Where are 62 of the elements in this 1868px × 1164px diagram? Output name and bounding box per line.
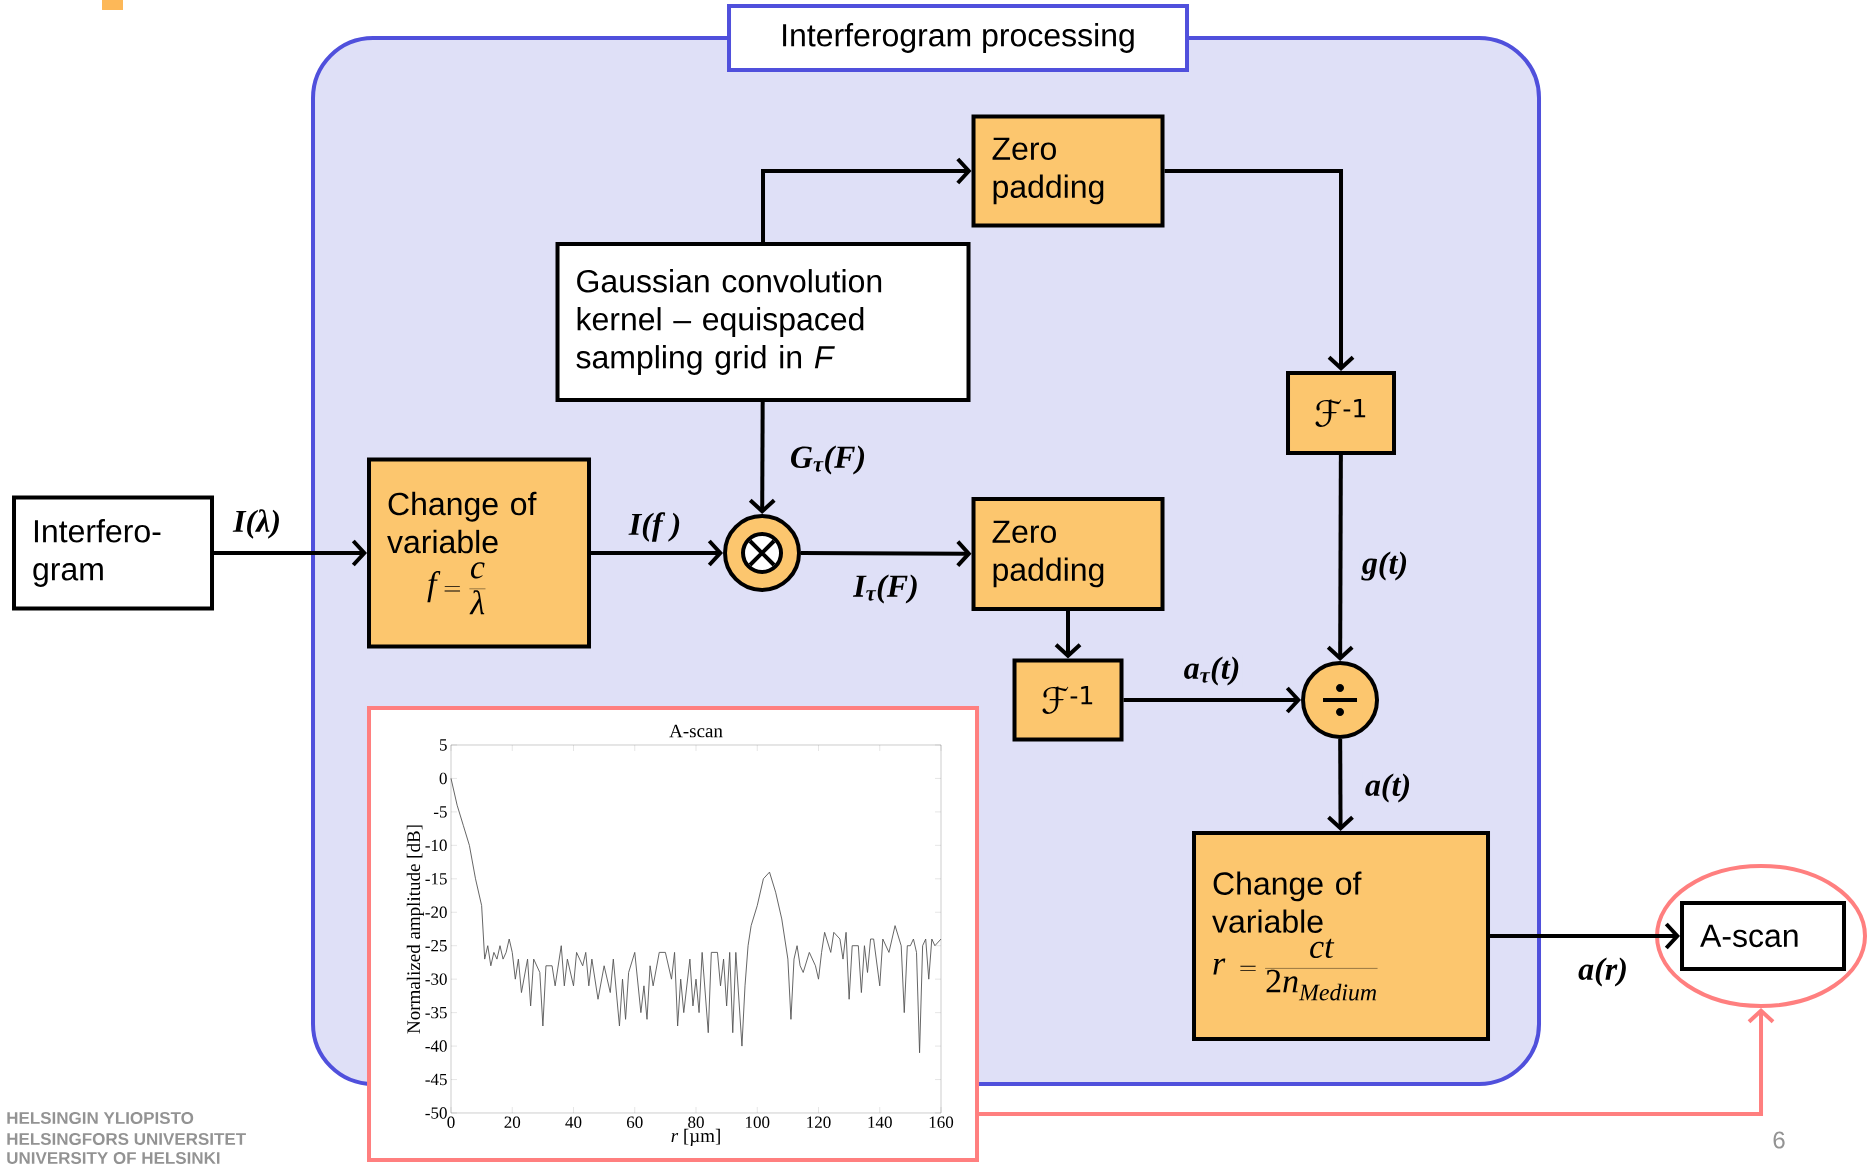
edge-label: a(t) (1362, 771, 1414, 805)
edge-label: I(f ) (626, 510, 684, 544)
x-tick-label: 40 (565, 1116, 582, 1128)
edge-label: G$_{τ}$(F) (787, 443, 869, 477)
x-tick-label: 60 (627, 1116, 643, 1128)
arrow (761, 157, 972, 242)
y-axis-title: Normalized amplitude [dB] (406, 825, 424, 1034)
x-tick-label: 160 (929, 1116, 954, 1128)
arrow (1164, 169, 1355, 371)
arrow (1326, 454, 1354, 661)
process-box: Gaussian convolution kernel – equispaced sampling grid in F (555, 242, 971, 402)
multiplier-circle (723, 514, 801, 592)
y-tick-label: -25 (425, 940, 447, 952)
edge-label: g(t) (1359, 549, 1411, 583)
edge-label: a(r) (1576, 955, 1630, 989)
y-tick-label: 5 (439, 739, 447, 751)
x-tick-label: 0 (447, 1116, 455, 1128)
arrow (748, 402, 776, 514)
y-tick-label: -5 (433, 806, 447, 818)
x-tick-label: 140 (868, 1116, 892, 1128)
transform-box: ℱ$^{-1}$ (1012, 658, 1124, 742)
line-series (450, 778, 942, 1054)
process-box: Change of variable $f=\frac{c}{\lambda}$ (367, 457, 591, 649)
transform-box: ℱ$^{-1}$ (1286, 371, 1396, 455)
y-tick-label: -15 (425, 873, 447, 885)
institution-name: HELSINGIN YLIOPISTO (7, 1111, 194, 1124)
edge-label: a$_{τ}$(t) (1181, 654, 1243, 688)
arrow (1327, 738, 1354, 831)
x-tick-label: 20 (504, 1116, 521, 1128)
arrow (1123, 686, 1301, 714)
institution-name: UNIVERSITY OF HELSINKI (7, 1151, 220, 1164)
y-tick-label: -40 (425, 1040, 447, 1052)
edge-label: I$_{τ}$(F) (851, 572, 921, 606)
x-tick-label: 80 (688, 1116, 704, 1128)
divider-circle (1301, 661, 1379, 739)
y-tick-label: -35 (425, 1006, 447, 1019)
arrow (1490, 922, 1680, 950)
y-tick-label: -45 (425, 1073, 447, 1086)
arrow (591, 539, 723, 567)
process-box: Change of variable $r\;=\frac{ct}{2n_{Medium}}$ (1192, 831, 1490, 1041)
process-box: Interfero-gram (12, 495, 214, 611)
arrow (801, 540, 972, 567)
y-tick-label: -50 (425, 1107, 447, 1119)
x-tick-label: 120 (807, 1116, 831, 1128)
y-tick-label: -30 (425, 973, 447, 985)
process-box: Zero padding (971, 497, 1165, 611)
y-tick-label: -20 (425, 906, 447, 918)
edge-label: I(λ) (231, 507, 283, 541)
process-box: Zero padding (971, 114, 1165, 228)
page-number: 6 (1773, 1131, 1785, 1149)
arrow (214, 539, 367, 567)
y-tick-label: -10 (425, 839, 447, 852)
x-tick-label: 100 (746, 1116, 770, 1128)
process-box: A-scan (1680, 901, 1846, 971)
chart-panel (367, 706, 979, 1162)
institution-name: HELSINGFORS UNIVERSITET (7, 1132, 246, 1145)
arrow (977, 1008, 1775, 1116)
arrow (1054, 611, 1082, 659)
chart-title: A-scan (669, 724, 723, 738)
x-axis-title: r [µm] (671, 1128, 720, 1147)
y-tick-label: 0 (439, 772, 447, 785)
highlight-ellipse (1655, 864, 1867, 1008)
